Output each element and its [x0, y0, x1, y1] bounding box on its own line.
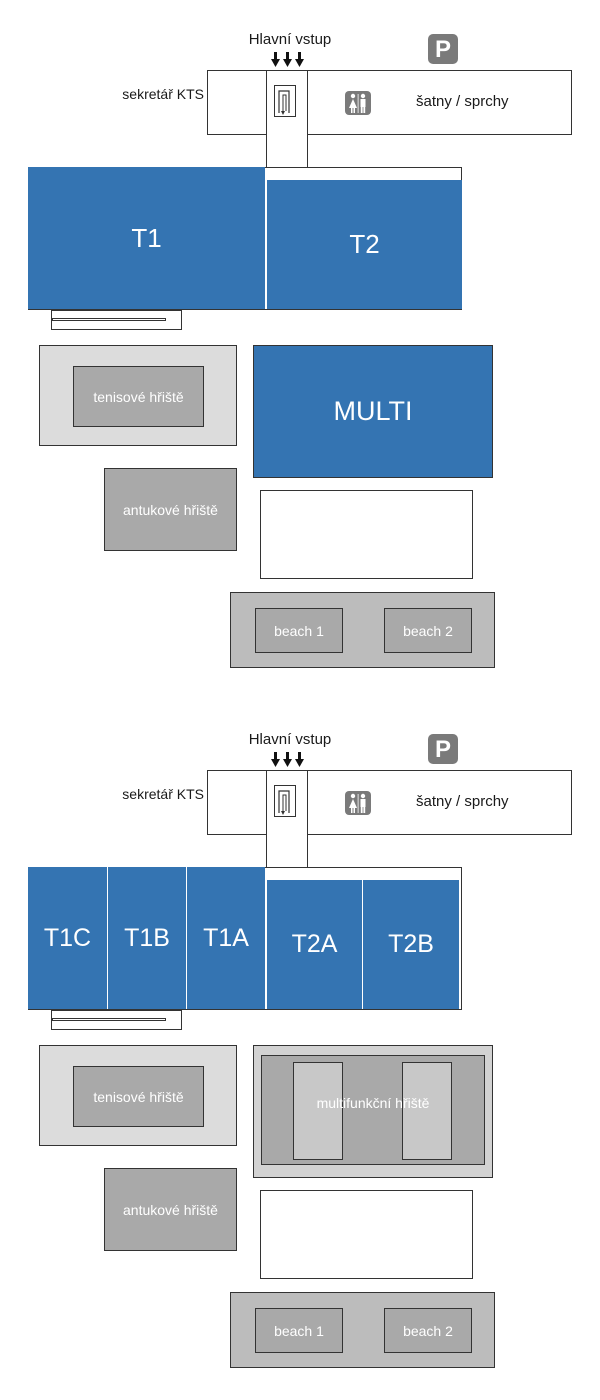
tennis-court: tenisové hřiště: [73, 1066, 204, 1127]
empty-court: [260, 1190, 473, 1279]
empty-court: [260, 490, 473, 579]
clay-court: antukové hřiště: [104, 1168, 237, 1251]
main-entrance-label: Hlavní vstup: [248, 731, 332, 748]
arrow-down-icon: [271, 752, 304, 767]
court-t1a: T1A: [187, 867, 265, 1009]
beach-court-2: beach 2: [384, 608, 472, 653]
site-plan-2: Hlavní vstup P sekretář KTS šatny / sprc…: [0, 700, 600, 1400]
multifunctional-court-zone-left: [293, 1062, 343, 1160]
bench-line: [52, 318, 166, 321]
multifunctional-court-label: multifunkční hřiště: [316, 1095, 430, 1111]
bench-line: [52, 1018, 166, 1021]
court-t2a: T2A: [267, 880, 363, 1009]
tennis-court: tenisové hřiště: [73, 366, 204, 427]
beach-court-1: beach 1: [255, 608, 343, 653]
clay-court: antukové hřiště: [104, 468, 237, 551]
restroom-icon: [345, 91, 371, 115]
court-t2b: T2B: [363, 880, 459, 1009]
beach-court-2: beach 2: [384, 1308, 472, 1353]
main-building: [207, 70, 572, 135]
parking-icon: P: [428, 34, 458, 64]
court-t1: T1: [28, 167, 265, 309]
entrance-corridor: [266, 770, 308, 880]
parking-icon: P: [428, 734, 458, 764]
restroom-icon: [345, 791, 371, 815]
multi-court: MULTI: [253, 345, 493, 478]
site-plan-1: Hlavní vstup P sekretář KTS šatny / sprc…: [28, 31, 572, 668]
beach-court-1: beach 1: [255, 1308, 343, 1353]
main-entrance-label: Hlavní vstup: [248, 31, 332, 48]
arrow-down-icon: [271, 52, 304, 67]
court-t1c: T1C: [28, 867, 108, 1009]
stairs-icon: [274, 85, 296, 117]
secretary-label: sekretář KTS: [122, 786, 204, 802]
secretary-label: sekretář KTS: [122, 86, 204, 102]
changing-rooms-label: šatny / sprchy: [416, 93, 509, 110]
changing-rooms-label: šatny / sprchy: [416, 793, 509, 810]
court-t1b: T1B: [108, 867, 187, 1009]
court-t2: T2: [267, 180, 462, 309]
tennis-court-area: [39, 345, 237, 446]
stairs-icon: [274, 785, 296, 817]
multifunctional-court-zone-right: [402, 1062, 452, 1160]
main-building: [207, 770, 572, 835]
